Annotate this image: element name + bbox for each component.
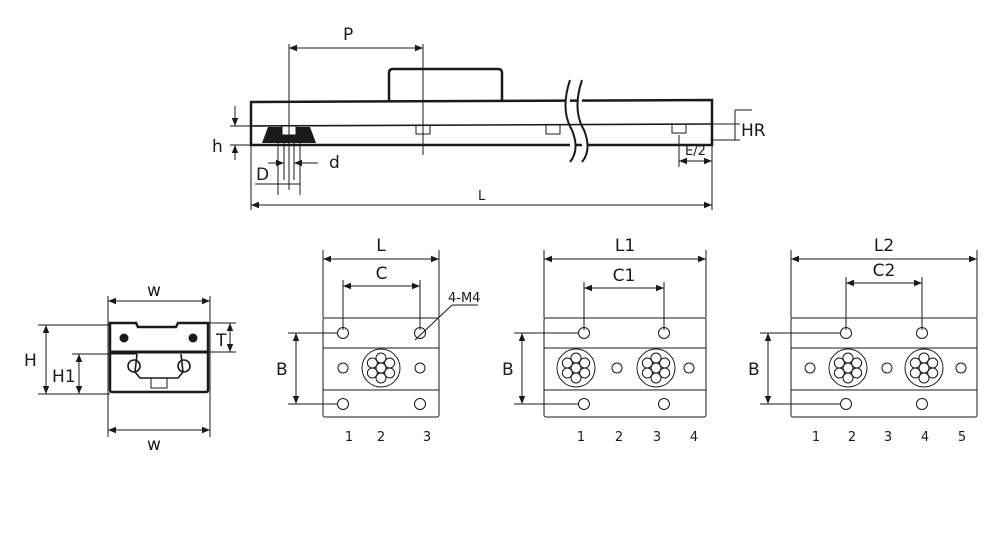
block-outline — [543, 317, 707, 418]
dim-h: h — [212, 137, 223, 157]
dim-center-distance: C1 — [613, 266, 636, 286]
dim-T: T — [215, 331, 227, 351]
side-hole — [611, 362, 623, 374]
end-view: w w H H1 T — [24, 281, 236, 455]
mount-hole — [337, 398, 349, 410]
mount-hole — [840, 398, 852, 410]
position-number: 1 — [812, 430, 820, 445]
position-number: 1 — [345, 430, 353, 445]
dim-length: L — [376, 236, 386, 256]
side-hole — [683, 362, 695, 374]
position-number: 3 — [423, 430, 431, 445]
dim-E-half: E/2 — [685, 144, 706, 159]
bolt-hole — [188, 333, 198, 343]
position-number: 2 — [848, 430, 856, 445]
bolt-hole — [119, 333, 129, 343]
ball — [127, 359, 141, 373]
ball-bearing — [556, 348, 596, 388]
position-number: 5 — [958, 430, 966, 445]
side-hole — [804, 362, 816, 374]
dim-d: d — [329, 153, 340, 173]
slider-block — [387, 67, 504, 101]
side-hole — [955, 362, 967, 374]
dim-center-distance: C — [376, 264, 388, 284]
block-outline — [790, 317, 978, 418]
dim-length: L1 — [615, 236, 635, 256]
position-number: 4 — [921, 430, 929, 445]
position-number: 2 — [615, 430, 623, 445]
position-number: 2 — [377, 430, 385, 445]
dim-B: B — [276, 360, 288, 380]
dim-B: B — [748, 360, 760, 380]
position-number: 3 — [653, 430, 661, 445]
ball — [177, 359, 191, 373]
ball-bearing — [636, 348, 676, 388]
dim-H: H — [24, 351, 37, 371]
thread-spec: 4-M4 — [448, 291, 480, 306]
dim-w-top: w — [147, 281, 161, 301]
mount-hole — [414, 398, 426, 410]
ball-bearing — [361, 348, 401, 388]
ball-bearing — [904, 348, 944, 388]
ball-bearing — [828, 348, 868, 388]
position-number: 4 — [690, 430, 698, 445]
dim-H1: H1 — [52, 367, 76, 387]
dim-D: D — [256, 165, 269, 185]
side-hole — [881, 362, 893, 374]
position-number: 3 — [884, 430, 892, 445]
rail-line — [250, 123, 713, 127]
dim-P: P — [343, 25, 353, 45]
dim-L: L — [478, 189, 486, 204]
mount-hole — [578, 398, 590, 410]
mount-hole — [658, 398, 670, 410]
dim-HR: HR — [741, 121, 766, 141]
block-outline — [322, 317, 440, 418]
block-1-top-view: LC B 1 2 3 4-M4 — [276, 236, 480, 445]
side-hole — [414, 362, 426, 374]
position-number: 1 — [577, 430, 585, 445]
dim-B: B — [502, 360, 514, 380]
side-view: P h D d HR E/2 L — [212, 25, 766, 210]
dim-center-distance: C2 — [873, 261, 896, 281]
mount-hole — [916, 398, 928, 410]
break-mark — [564, 79, 589, 163]
dim-w-bottom: w — [147, 435, 161, 455]
side-hole — [337, 362, 349, 374]
rail — [249, 98, 714, 147]
dim-length: L2 — [874, 236, 894, 256]
